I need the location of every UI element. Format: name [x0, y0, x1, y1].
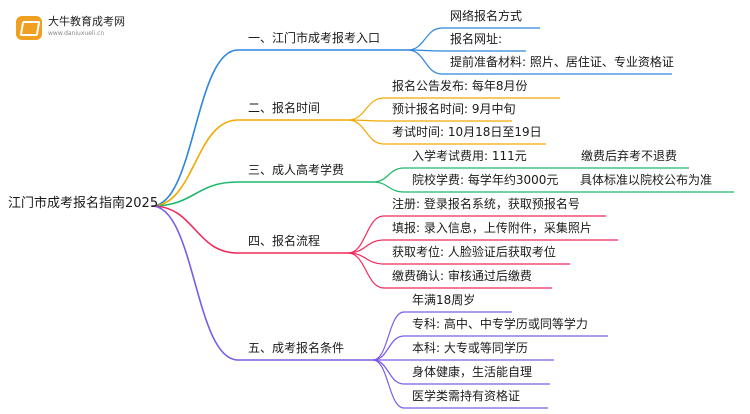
leaf-connector — [347, 97, 385, 121]
book-icon — [16, 16, 42, 40]
leaf-topic: 院校学费: 每学年约3000元 — [412, 173, 559, 187]
leaf-connector — [372, 359, 405, 385]
branch-topic: 一、江门市成考报考入口 — [248, 31, 381, 45]
leaf-topic: 获取考位: 人脸验证后获取考位 — [392, 245, 556, 259]
leaf-connector — [347, 215, 385, 254]
leaf-connector — [347, 119, 385, 145]
leaf-connector — [372, 167, 405, 183]
leaf-connector — [407, 49, 443, 75]
leaf-topic: 本科: 大专或等同学历 — [412, 341, 528, 355]
leaf-note: 具体标准以院校公布为准 — [580, 173, 713, 187]
site-logo: 大牛教育成考网 www.daniuxueli.cn — [16, 14, 142, 44]
branch-topic: 三、成人高考学费 — [248, 163, 345, 177]
branch-topic: 五、成考报名条件 — [248, 341, 345, 355]
leaf-topic: 网络报名方式 — [450, 9, 523, 23]
leaf-topic: 报名网址: — [450, 32, 503, 46]
leaf-topic: 入学考试费用: 111元 — [412, 149, 527, 163]
leaf-connector — [372, 311, 405, 361]
leaf-note: 缴费后弃考不退费 — [581, 149, 678, 163]
leaf-connector — [347, 252, 385, 289]
branch-connector — [151, 49, 239, 207]
branch-connector — [151, 119, 239, 207]
leaf-topic: 预计报名时间: 9月中旬 — [392, 102, 516, 116]
branch-topic: 四、报名流程 — [248, 234, 321, 248]
leaf-connector — [407, 27, 443, 51]
branch-connector — [151, 205, 239, 254]
leaf-topic: 缴费确认: 审核通过后缴费 — [392, 269, 532, 283]
leaf-connector — [372, 335, 405, 361]
leaf-topic: 考试时间: 10月18日至19日 — [392, 125, 542, 139]
leaf-topic: 身体健康，生活能自理 — [412, 365, 533, 379]
logo-title: 大牛教育成考网 — [48, 15, 125, 28]
leaf-topic: 报名公告发布: 每年8月份 — [392, 79, 528, 93]
logo-url: www.daniuxueli.cn — [48, 30, 105, 37]
leaf-connector — [372, 181, 405, 193]
leaf-topic: 专科: 高中、中专学历或同等学力 — [412, 317, 588, 331]
leaf-topic: 注册: 登录报名系统，获取预报名号 — [392, 197, 580, 211]
root-topic: 江门市成考报名指南2025 — [8, 196, 159, 211]
leaf-connector — [372, 359, 405, 409]
leaf-topic: 提前准备材料: 照片、居住证、专业资格证 — [450, 55, 674, 69]
leaf-topic: 年满18周岁 — [412, 293, 476, 307]
leaf-topic: 医学类需持有资格证 — [412, 389, 521, 403]
branch-connector — [151, 205, 239, 361]
branch-topic: 二、报名时间 — [248, 101, 321, 115]
branch-connector — [151, 181, 239, 207]
leaf-topic: 填报: 录入信息，上传附件，采集照片 — [392, 221, 592, 235]
